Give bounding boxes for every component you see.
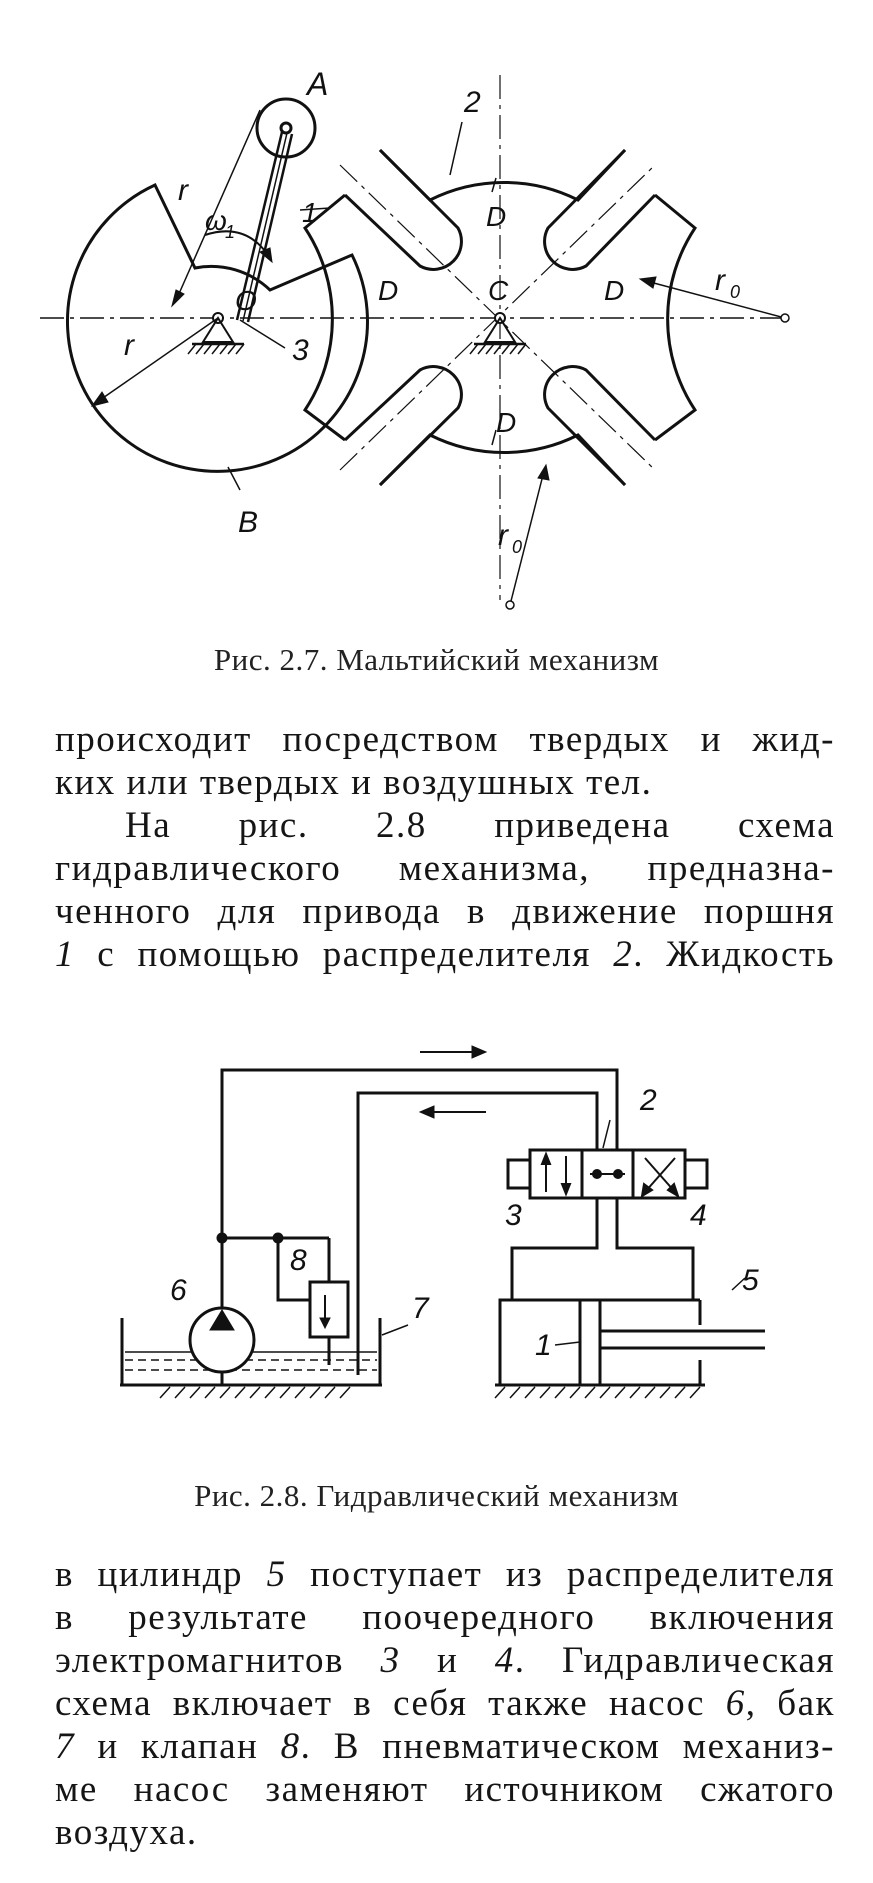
text-block-2: в цилиндр 5 поступает из распределителя … bbox=[55, 1553, 835, 1854]
driving-disc bbox=[65, 183, 369, 473]
label-b: B bbox=[238, 506, 258, 539]
label-d-right: D bbox=[604, 275, 624, 306]
label-3: 3 bbox=[505, 1199, 522, 1232]
label-2: 2 bbox=[463, 86, 481, 119]
supply-line bbox=[220, 1068, 619, 1320]
text-line: электромагнитов 3 и 4. Гидравлическая bbox=[55, 1640, 836, 1681]
label-1: 1 bbox=[302, 197, 318, 228]
hydraulic-mechanism-diagram: 2 3 4 5 6 7 8 1 bbox=[120, 1045, 765, 1399]
text-line: 7 и клапан 8. В пневматическом механиз- bbox=[55, 1726, 835, 1767]
label-r0-right: r bbox=[715, 264, 726, 297]
text-line: воздуха. bbox=[55, 1812, 198, 1853]
text-line: гидравлического механизма, предназна- bbox=[55, 848, 835, 889]
label-a: A bbox=[305, 66, 328, 102]
solenoid-3 bbox=[506, 1158, 532, 1190]
label-c: C bbox=[488, 275, 509, 306]
figure-2-8-caption: Рис. 2.8. Гидравлический механизм bbox=[194, 1478, 679, 1513]
label-2: 2 bbox=[639, 1084, 657, 1117]
text-line: в цилиндр 5 поступает из распределителя bbox=[55, 1554, 835, 1595]
hydraulic-mechanism-figure: 2 3 4 5 6 7 8 1 bbox=[0, 1000, 873, 1470]
label-7: 7 bbox=[412, 1292, 430, 1325]
text-line: происходит посредством твердых и жид- bbox=[55, 719, 835, 760]
text-line: в результате поочередного включения bbox=[55, 1597, 835, 1638]
label-4: 4 bbox=[690, 1199, 707, 1232]
text-line: ченного для привода в движение поршня bbox=[55, 891, 835, 932]
figure-2-7-caption: Рис. 2.7. Мальтийский механизм bbox=[213, 642, 660, 677]
label-omega: ω bbox=[205, 205, 227, 236]
text-line: ких или твердых и воздушных тел. bbox=[55, 762, 653, 803]
piston bbox=[578, 1298, 602, 1387]
label-o: O bbox=[235, 285, 257, 316]
text-block-1: происходит посредством твердых и жид- ки… bbox=[55, 718, 835, 976]
text-line: схема включает в себя также насос 6, бак bbox=[55, 1683, 835, 1724]
text-line: 1 с помощью распределителя 2. Жидкость bbox=[55, 934, 836, 975]
pivot-support-o bbox=[201, 316, 235, 343]
geneva-mechanism-diagram: A 1 ω 1 O 3 B r r 2 C D D D D r 0 r 0 bbox=[40, 66, 790, 610]
label-5: 5 bbox=[742, 1264, 759, 1297]
label-r0-bottom-sub: 0 bbox=[512, 537, 522, 557]
label-d-top: D bbox=[486, 201, 506, 232]
pivot-support-c bbox=[483, 316, 517, 343]
label-1: 1 bbox=[535, 1329, 552, 1362]
label-6: 6 bbox=[170, 1274, 187, 1307]
text-line: ме насос заменяют источником сжатого bbox=[55, 1769, 835, 1810]
relief-valve bbox=[308, 1280, 350, 1339]
geneva-mechanism-figure: A 1 ω 1 O 3 B r r 2 C D D D D r 0 r 0 bbox=[0, 0, 873, 640]
text-line: На рис. 2.8 приведена схема bbox=[125, 805, 835, 846]
return-line bbox=[356, 1091, 599, 1375]
pin-circle bbox=[255, 97, 317, 159]
solenoid-4 bbox=[683, 1158, 709, 1190]
label-d-left: D bbox=[378, 275, 398, 306]
maltese-cross bbox=[302, 75, 698, 600]
label-r-top: r bbox=[178, 174, 189, 207]
label-d-bottom: D bbox=[496, 407, 516, 438]
label-r-left: r bbox=[124, 329, 135, 362]
label-3: 3 bbox=[292, 334, 309, 367]
label-omega-sub: 1 bbox=[225, 222, 235, 242]
label-8: 8 bbox=[290, 1244, 307, 1277]
crank-arm bbox=[235, 131, 284, 321]
label-r0-right-sub: 0 bbox=[730, 282, 740, 302]
label-r0-bottom: r bbox=[498, 519, 509, 552]
